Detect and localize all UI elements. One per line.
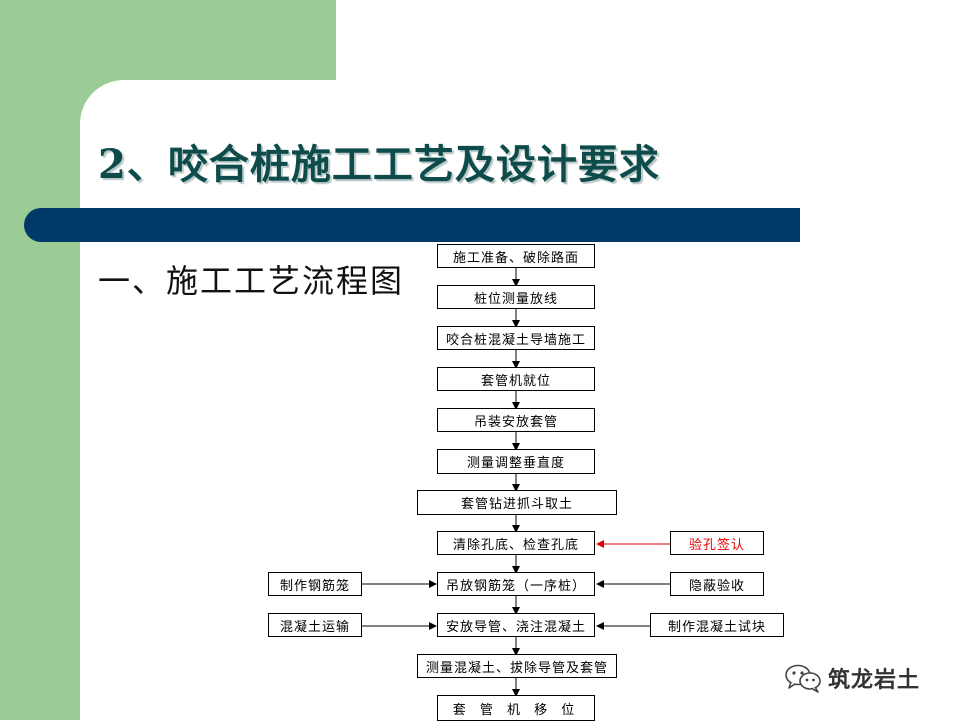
flow-step-install-casing: 吊装安放套管	[437, 408, 595, 432]
slide-title: 2、咬合桩施工工艺及设计要求	[98, 141, 660, 188]
flow-step-pour-concrete: 安放导管、浇注混凝土	[437, 613, 595, 637]
flow-step-verticality: 测量调整垂直度	[437, 449, 595, 474]
flow-step-prepare: 施工准备、破除路面	[437, 244, 595, 268]
flow-step-survey: 桩位测量放线	[437, 285, 595, 309]
flow-step-drilling: 套管钻进抓斗取土	[417, 490, 617, 515]
title-underline-bar	[24, 208, 800, 242]
flow-step-remove-casing: 测量混凝土、拔除导管及套管	[417, 654, 617, 678]
side-box-concrete-transport: 混凝土运输	[268, 613, 362, 637]
side-box-concealed-acceptance: 隐蔽验收	[670, 572, 764, 596]
flow-step-guide-wall: 咬合桩混凝土导墙施工	[437, 326, 595, 350]
watermark-text: 筑龙岩土	[828, 668, 921, 693]
side-box-hole-inspection: 验孔签认	[670, 531, 764, 555]
flow-step-machine-position: 套管机就位	[437, 367, 595, 391]
side-box-rebar-fabrication: 制作钢筋笼	[268, 572, 362, 596]
flow-step-machine-move: 套 管 机 移 位	[437, 695, 595, 721]
wechat-icon	[785, 664, 821, 693]
slide-subtitle: 一、施工工艺流程图	[98, 262, 405, 300]
flow-step-clean-hole: 清除孔底、检查孔底	[437, 531, 595, 555]
watermark: 筑龙岩土	[784, 662, 920, 694]
flow-step-rebar-cage: 吊放钢筋笼（一序桩）	[437, 572, 595, 596]
side-box-test-block: 制作混凝土试块	[650, 613, 784, 637]
